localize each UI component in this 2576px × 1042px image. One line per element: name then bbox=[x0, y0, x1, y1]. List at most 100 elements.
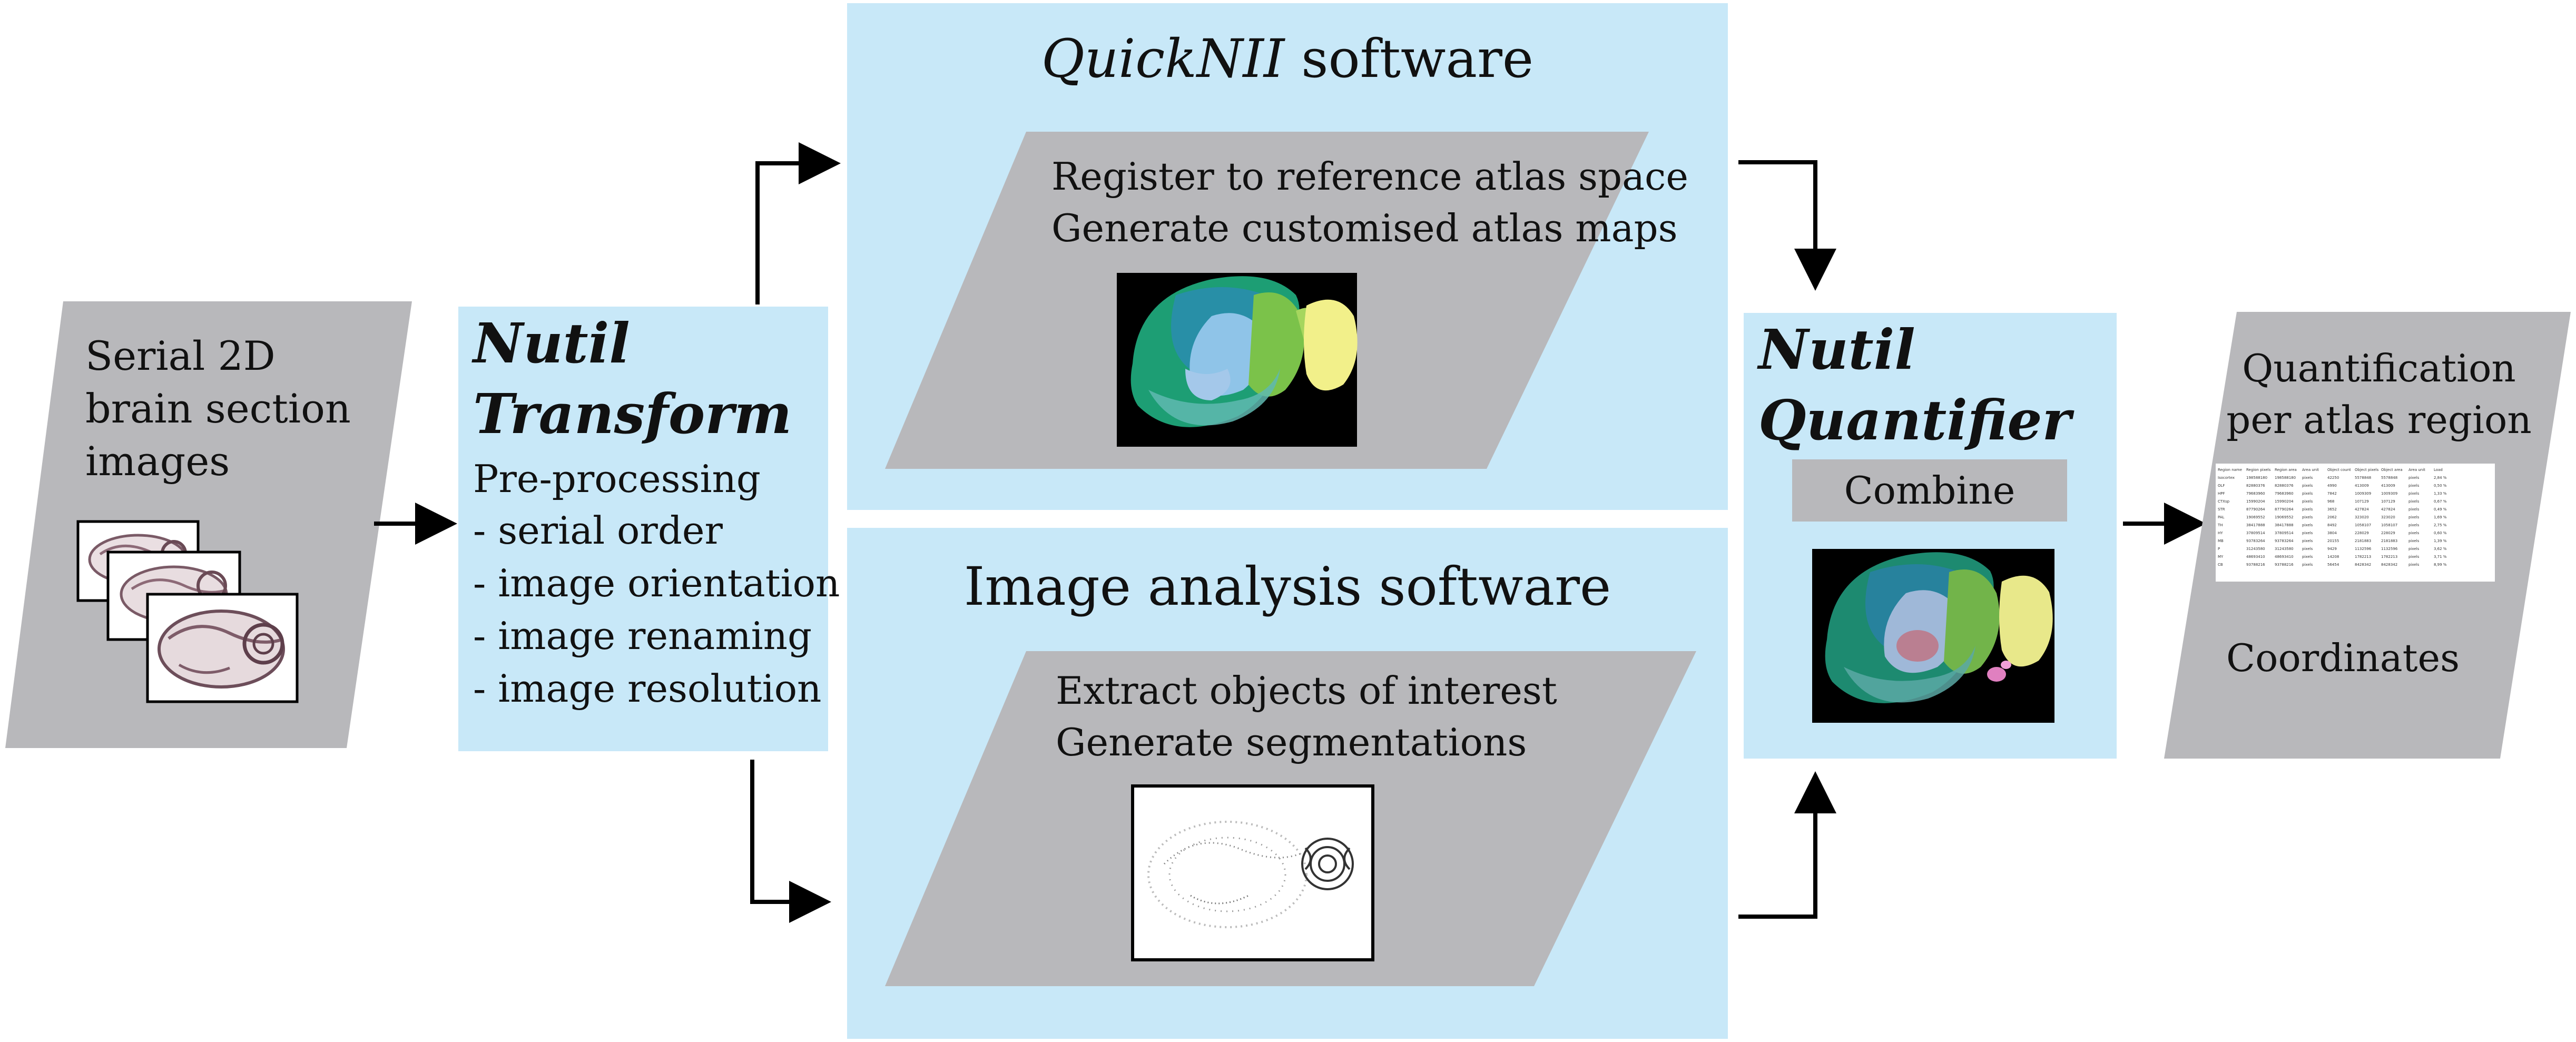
combine-label: Combine bbox=[1844, 468, 2015, 513]
table-cell: CTXsp bbox=[2218, 499, 2230, 504]
quicknii-title-italic: QuickNII bbox=[1041, 28, 1286, 90]
image-analysis-line-1: Extract objects of interest bbox=[1056, 669, 1557, 713]
atlas-map-image bbox=[1117, 273, 1358, 447]
transform-title-line-1: Nutil bbox=[471, 311, 630, 376]
table-cell: PAL bbox=[2218, 515, 2225, 519]
transform-item-1: - serial order bbox=[473, 508, 723, 553]
table-cell: 87790264 bbox=[2246, 507, 2265, 512]
table-header-cell: Region area bbox=[2275, 468, 2297, 472]
table-cell: 323020 bbox=[2355, 515, 2369, 519]
quantification-table-background bbox=[2216, 464, 2495, 582]
table-cell: pixels bbox=[2408, 499, 2420, 504]
table-cell: 37809514 bbox=[2246, 531, 2265, 535]
table-cell: pixels bbox=[2302, 539, 2313, 543]
table-cell: 2,75 % bbox=[2434, 523, 2447, 527]
table-cell: 1,69 % bbox=[2434, 515, 2447, 519]
table-cell: 15990204 bbox=[2246, 499, 2265, 504]
table-cell: pixels bbox=[2408, 491, 2420, 496]
output-label-line-1: Quantification bbox=[2242, 346, 2516, 390]
table-cell: pixels bbox=[2302, 491, 2313, 496]
table-cell: 413009 bbox=[2355, 484, 2369, 488]
table-cell: 1009309 bbox=[2381, 491, 2397, 496]
table-cell: CB bbox=[2218, 563, 2223, 567]
quicknii-line-1: Register to reference atlas space bbox=[1051, 154, 1688, 199]
combined-map-image bbox=[1812, 549, 2054, 723]
table-cell: pixels bbox=[2408, 531, 2420, 535]
table-cell: Isocortex bbox=[2218, 476, 2235, 480]
table-cell: pixels bbox=[2408, 563, 2420, 567]
table-cell: 37809514 bbox=[2275, 531, 2294, 535]
table-cell: pixels bbox=[2408, 547, 2420, 551]
table-cell: 15990204 bbox=[2275, 499, 2294, 504]
table-cell: 3652 bbox=[2327, 507, 2337, 512]
quicknii-line-2: Generate customised atlas maps bbox=[1051, 206, 1678, 250]
input-label-line-1: Serial 2D bbox=[85, 332, 276, 379]
table-cell: 2,84 % bbox=[2434, 476, 2447, 480]
table-cell: 48693410 bbox=[2275, 555, 2294, 559]
table-cell: 5578848 bbox=[2355, 476, 2371, 480]
table-cell: 14208 bbox=[2327, 555, 2339, 559]
table-cell: 1132596 bbox=[2355, 547, 2372, 551]
quantifier-title-line-2: Quantifier bbox=[1758, 388, 2075, 453]
table-cell: 82880376 bbox=[2246, 484, 2265, 488]
quicknii-title-rest: software bbox=[1284, 28, 1533, 90]
table-cell: pixels bbox=[2302, 555, 2313, 559]
table-cell: P bbox=[2218, 547, 2220, 551]
table-cell: MB bbox=[2218, 539, 2224, 543]
table-cell: 427824 bbox=[2381, 507, 2395, 512]
nutil-quantifier-box: Nutil Quantifier Combine bbox=[1744, 313, 2117, 759]
table-cell: pixels bbox=[2302, 507, 2313, 512]
table-cell: HPF bbox=[2218, 491, 2225, 496]
table-cell: 1009309 bbox=[2355, 491, 2371, 496]
table-cell: 1782213 bbox=[2355, 555, 2371, 559]
table-cell: 413009 bbox=[2381, 484, 2395, 488]
table-cell: 2062 bbox=[2327, 515, 2337, 519]
table-cell: HY bbox=[2218, 531, 2223, 535]
transform-item-2: - image orientation bbox=[473, 561, 840, 605]
table-cell: 8,99 % bbox=[2434, 563, 2447, 567]
table-cell: 82880376 bbox=[2275, 484, 2294, 488]
table-cell: 31243580 bbox=[2246, 547, 2265, 551]
table-cell: 323020 bbox=[2381, 515, 2395, 519]
table-cell: 4990 bbox=[2327, 484, 2337, 488]
image-analysis-title: Image analysis software bbox=[964, 556, 1611, 617]
arrow-image-analysis-to-quantifier bbox=[1738, 771, 1836, 919]
table-cell: pixels bbox=[2408, 476, 2420, 480]
quicknii-title: QuickNII software bbox=[1041, 28, 1533, 90]
arrow-transform-to-quicknii bbox=[755, 142, 841, 304]
arrow-quicknii-to-quantifier bbox=[1738, 160, 1836, 291]
image-analysis-line-2: Generate segmentations bbox=[1056, 720, 1527, 764]
combine-box bbox=[1792, 459, 2067, 522]
table-cell: 19069552 bbox=[2246, 515, 2265, 519]
table-header-cell: Object count bbox=[2327, 468, 2351, 472]
segmentation-image bbox=[1131, 784, 1374, 961]
table-cell: 3,71 % bbox=[2434, 555, 2447, 559]
table-cell: 107129 bbox=[2355, 499, 2369, 504]
table-cell: pixels bbox=[2408, 539, 2420, 543]
table-cell: 9429 bbox=[2327, 547, 2337, 551]
table-cell: 198588180 bbox=[2246, 476, 2267, 480]
table-cell: 1782213 bbox=[2381, 555, 2397, 559]
table-cell: 38417888 bbox=[2275, 523, 2294, 527]
input-label-line-3: images bbox=[85, 438, 230, 485]
table-cell: 38417888 bbox=[2246, 523, 2265, 527]
table-cell: 1058107 bbox=[2381, 523, 2397, 527]
table-cell: pixels bbox=[2408, 484, 2420, 488]
table-cell: pixels bbox=[2302, 531, 2313, 535]
table-cell: 2181883 bbox=[2355, 539, 2371, 543]
table-cell: 3804 bbox=[2327, 531, 2337, 535]
table-cell: 8492 bbox=[2327, 523, 2337, 527]
table-cell: 1132596 bbox=[2381, 547, 2398, 551]
table-cell: 8428342 bbox=[2355, 563, 2371, 567]
table-cell: 79683960 bbox=[2246, 491, 2265, 496]
table-cell: 87790264 bbox=[2275, 507, 2294, 512]
table-cell: 228029 bbox=[2381, 531, 2395, 535]
table-cell: 93783264 bbox=[2275, 539, 2294, 543]
table-cell: 228029 bbox=[2355, 531, 2369, 535]
table-cell: 1,33 % bbox=[2434, 491, 2447, 496]
section-thumbnail-stack bbox=[76, 520, 299, 703]
table-cell: 0,49 % bbox=[2434, 507, 2447, 512]
quicknii-software-box: QuickNII software Register to reference … bbox=[847, 3, 1728, 510]
